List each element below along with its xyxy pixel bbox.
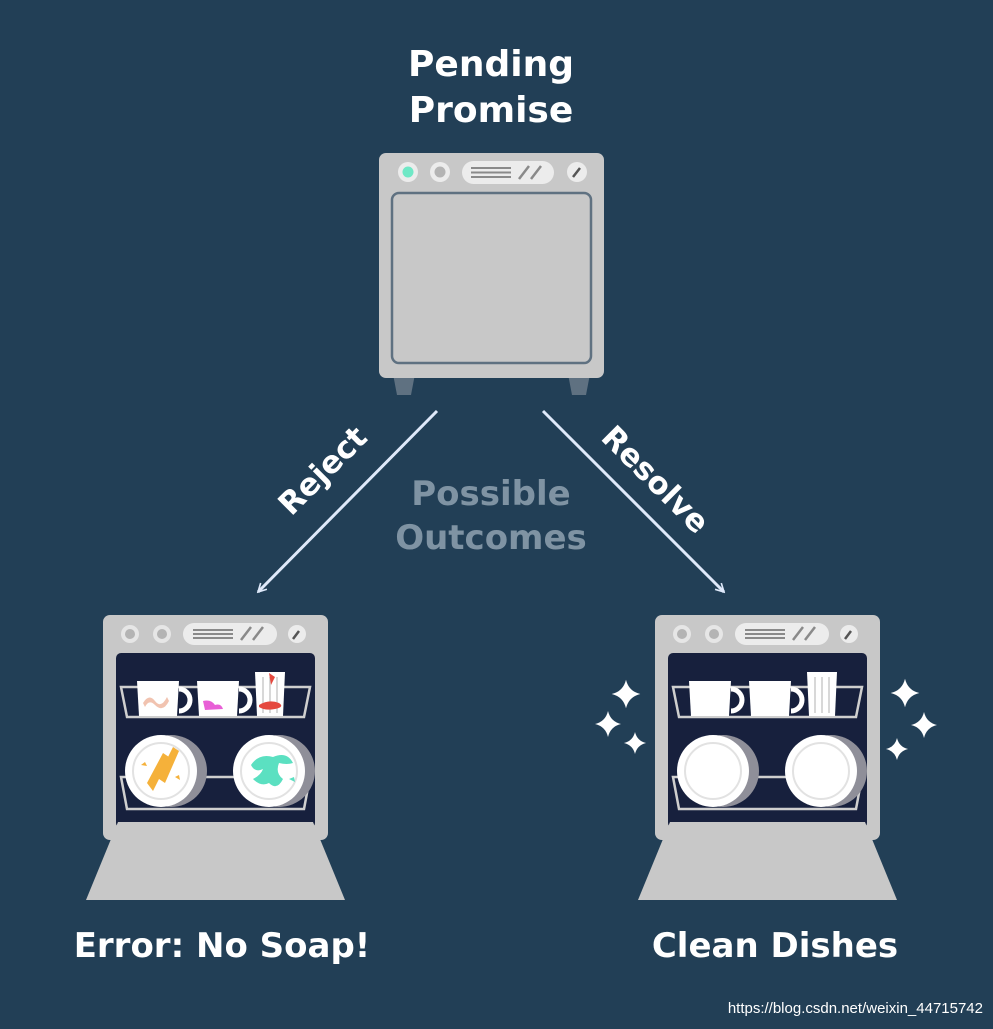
rejected-dishwasher <box>86 613 345 900</box>
watermark-url: https://blog.csdn.net/weixin_44715742 <box>727 1000 983 1017</box>
sparkle-icon <box>911 712 937 738</box>
resolved-outcome-label: Clean Dishes <box>651 926 899 966</box>
resolve-arrow <box>541 409 724 592</box>
outcomes-line-2: Outcomes <box>395 518 587 558</box>
outcomes-line-1: Possible <box>411 474 571 514</box>
sparkle-icon <box>611 679 641 709</box>
dishwasher-foot-left <box>393 374 415 395</box>
rejected-outcome-label: Error: No Soap! <box>73 926 371 966</box>
sparkle-icon <box>885 737 909 761</box>
stain-red <box>259 673 282 710</box>
dishwasher-foot-right <box>568 374 590 395</box>
stain-beige <box>143 697 169 709</box>
stain-teal <box>251 755 295 787</box>
closed-door <box>390 191 593 365</box>
sparkle-icon <box>623 731 647 755</box>
pending-dishwasher <box>379 153 604 395</box>
pending-promise-title: Pending Promise <box>341 42 641 134</box>
stain-pink <box>203 700 223 710</box>
sparkle-icon <box>890 678 920 708</box>
possible-outcomes-label: Possible Outcomes <box>341 472 641 560</box>
sparkle-icon <box>595 711 621 737</box>
stain-orange <box>141 747 180 791</box>
resolved-dishwasher <box>638 613 897 900</box>
title-line-1: Pending <box>408 44 574 85</box>
title-line-2: Promise <box>408 90 574 131</box>
reject-arrow <box>258 409 439 592</box>
